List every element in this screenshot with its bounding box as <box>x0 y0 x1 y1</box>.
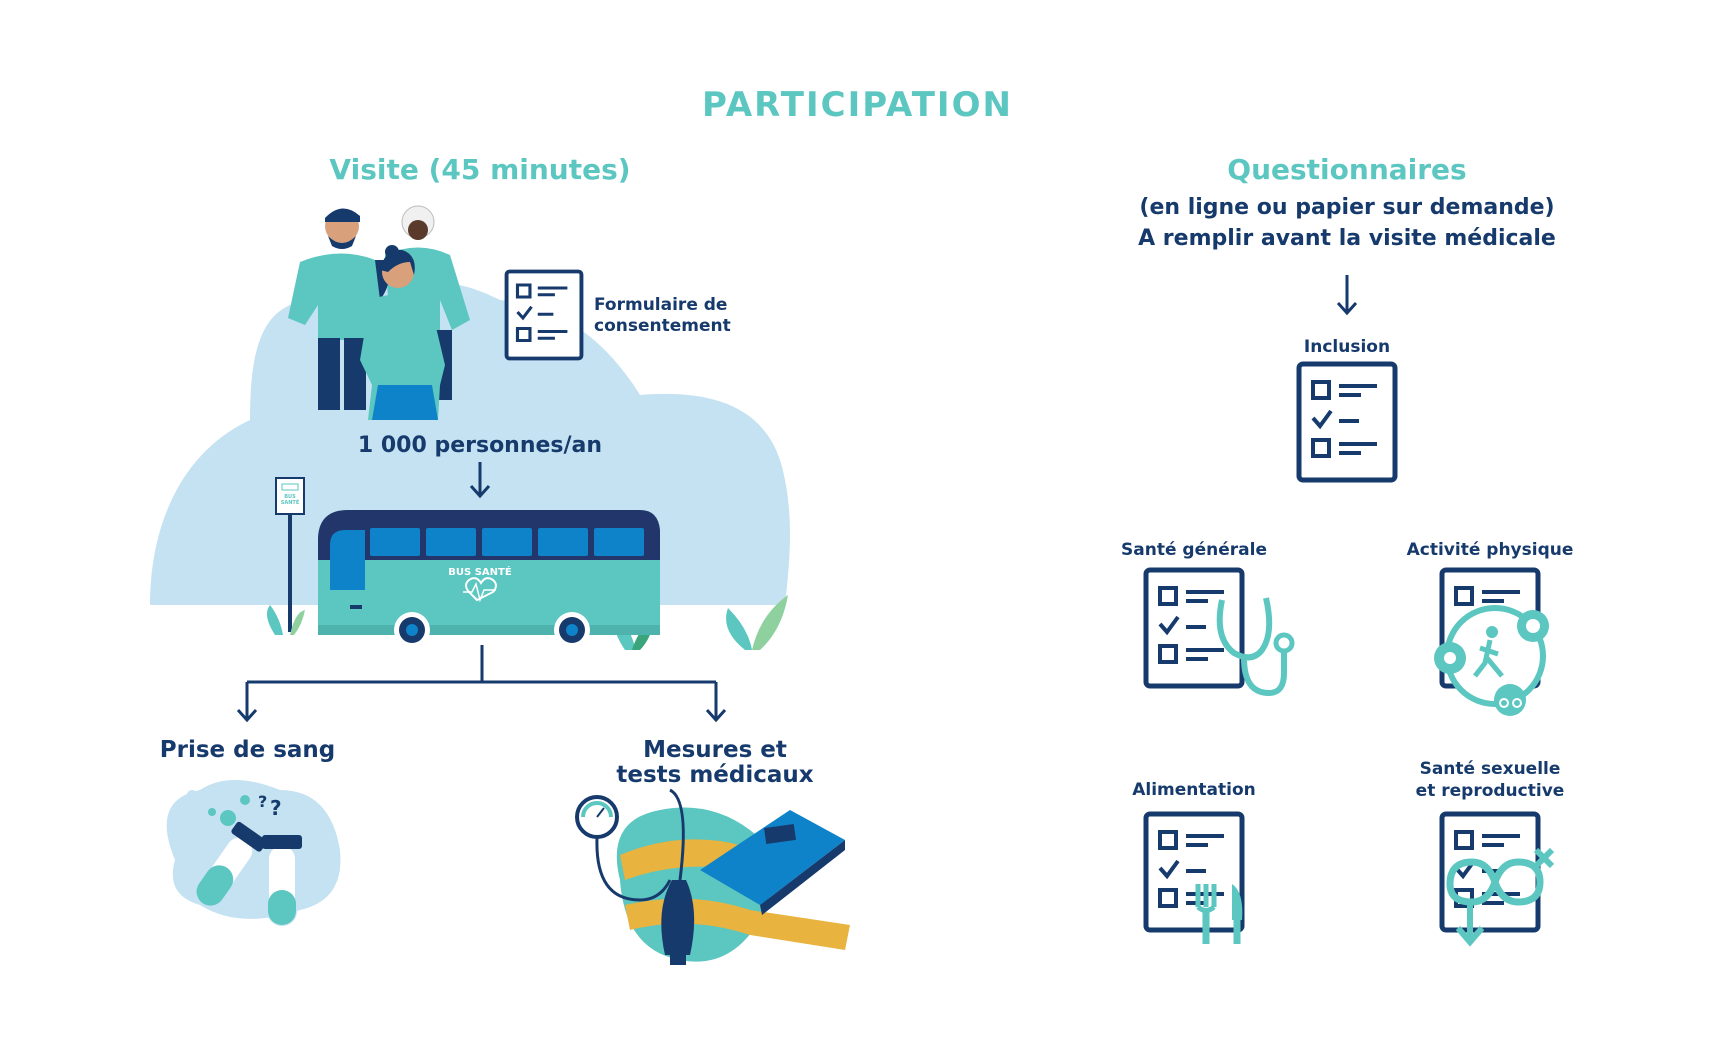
consent-form-icon <box>504 269 584 361</box>
questionnaires-subtitle-line1: (en ligne ou papier sur demande) <box>1139 195 1555 220</box>
sante-sexuelle-label-line1: Santé sexuelle <box>1419 759 1561 779</box>
inclusion-label: Inclusion <box>1303 337 1391 357</box>
svg-text:?: ? <box>270 796 282 820</box>
measures-label-line2: tests médicaux <box>616 762 814 788</box>
bus-stop-sign <box>275 477 305 632</box>
questionnaires-subtitle: (en ligne ou papier sur demande) A rempl… <box>1067 192 1627 254</box>
measures-illustration <box>575 788 850 965</box>
questionnaires-heading: Questionnaires <box>1227 153 1467 186</box>
sante-generale-icon <box>1146 570 1295 697</box>
arrow-down-icon <box>469 462 491 499</box>
inclusion-checklist-icon <box>1299 364 1395 480</box>
people-count-label: 1 000 personnes/an <box>357 433 603 458</box>
svg-text:?: ? <box>258 792 267 811</box>
sante-generale-label: Santé générale <box>1121 540 1267 560</box>
bus-illustration <box>318 510 660 648</box>
alimentation-icon <box>1146 814 1242 944</box>
blood-test-illustration: ? ? <box>166 780 341 926</box>
sante-sexuelle-label-line2: et reproductive <box>1415 781 1565 801</box>
activite-physique-label: Activité physique <box>1406 540 1574 560</box>
bus-stop-sign-label: BUS SANTÉ <box>280 494 300 506</box>
visit-heading: Visite (45 minutes) <box>329 153 631 186</box>
branch-connector <box>236 645 727 723</box>
activite-physique-icon <box>1434 570 1549 716</box>
sante-sexuelle-label: Santé sexuelle et reproductive <box>1390 758 1590 802</box>
plant-left <box>266 605 305 635</box>
sante-sexuelle-icon <box>1442 814 1555 947</box>
arrow-down-icon-questionnaires <box>1336 275 1358 316</box>
page-title: PARTICIPATION <box>702 85 1013 125</box>
measures-label-line1: Mesures et <box>643 737 787 763</box>
people-illustration <box>288 205 470 420</box>
alimentation-label: Alimentation <box>1132 780 1256 800</box>
bus-label: BUS SANTÉ <box>448 567 512 578</box>
questionnaires-subtitle-line2: A remplir avant la visite médicale <box>1138 226 1556 251</box>
measures-label: Mesures et tests médicaux <box>590 738 840 788</box>
blood-test-label: Prise de sang <box>159 737 336 763</box>
plant-right <box>726 595 788 650</box>
consent-label: Formulaire de consentement <box>594 295 731 336</box>
